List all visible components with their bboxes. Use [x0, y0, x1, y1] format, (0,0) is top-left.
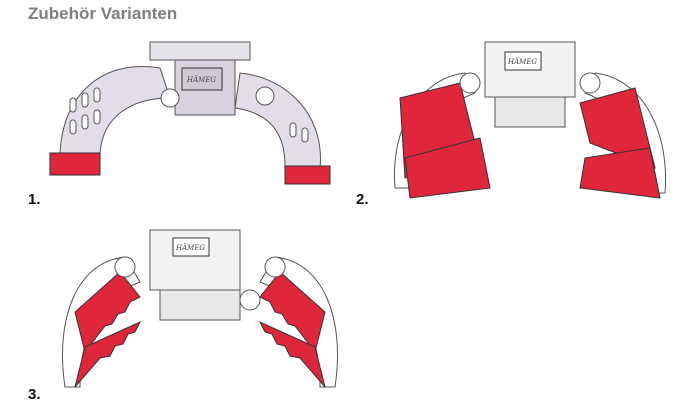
grapple-variant-3-image: HÄMEG: [62, 229, 338, 388]
page-title: Zubehör Varianten: [28, 4, 178, 23]
svg-text:HÄMEG: HÄMEG: [175, 243, 205, 252]
variant-label-3: 3.: [28, 386, 41, 403]
logo: HÄMEG: [186, 75, 216, 84]
variant-label-2: 2.: [356, 191, 369, 208]
svg-text:HÄMEG: HÄMEG: [507, 57, 537, 66]
variant-label-1: 1.: [28, 191, 41, 208]
grapple-variant-2-image: HÄMEG: [393, 41, 667, 199]
grapple-variant-1-image: HÄMEG: [49, 41, 331, 185]
